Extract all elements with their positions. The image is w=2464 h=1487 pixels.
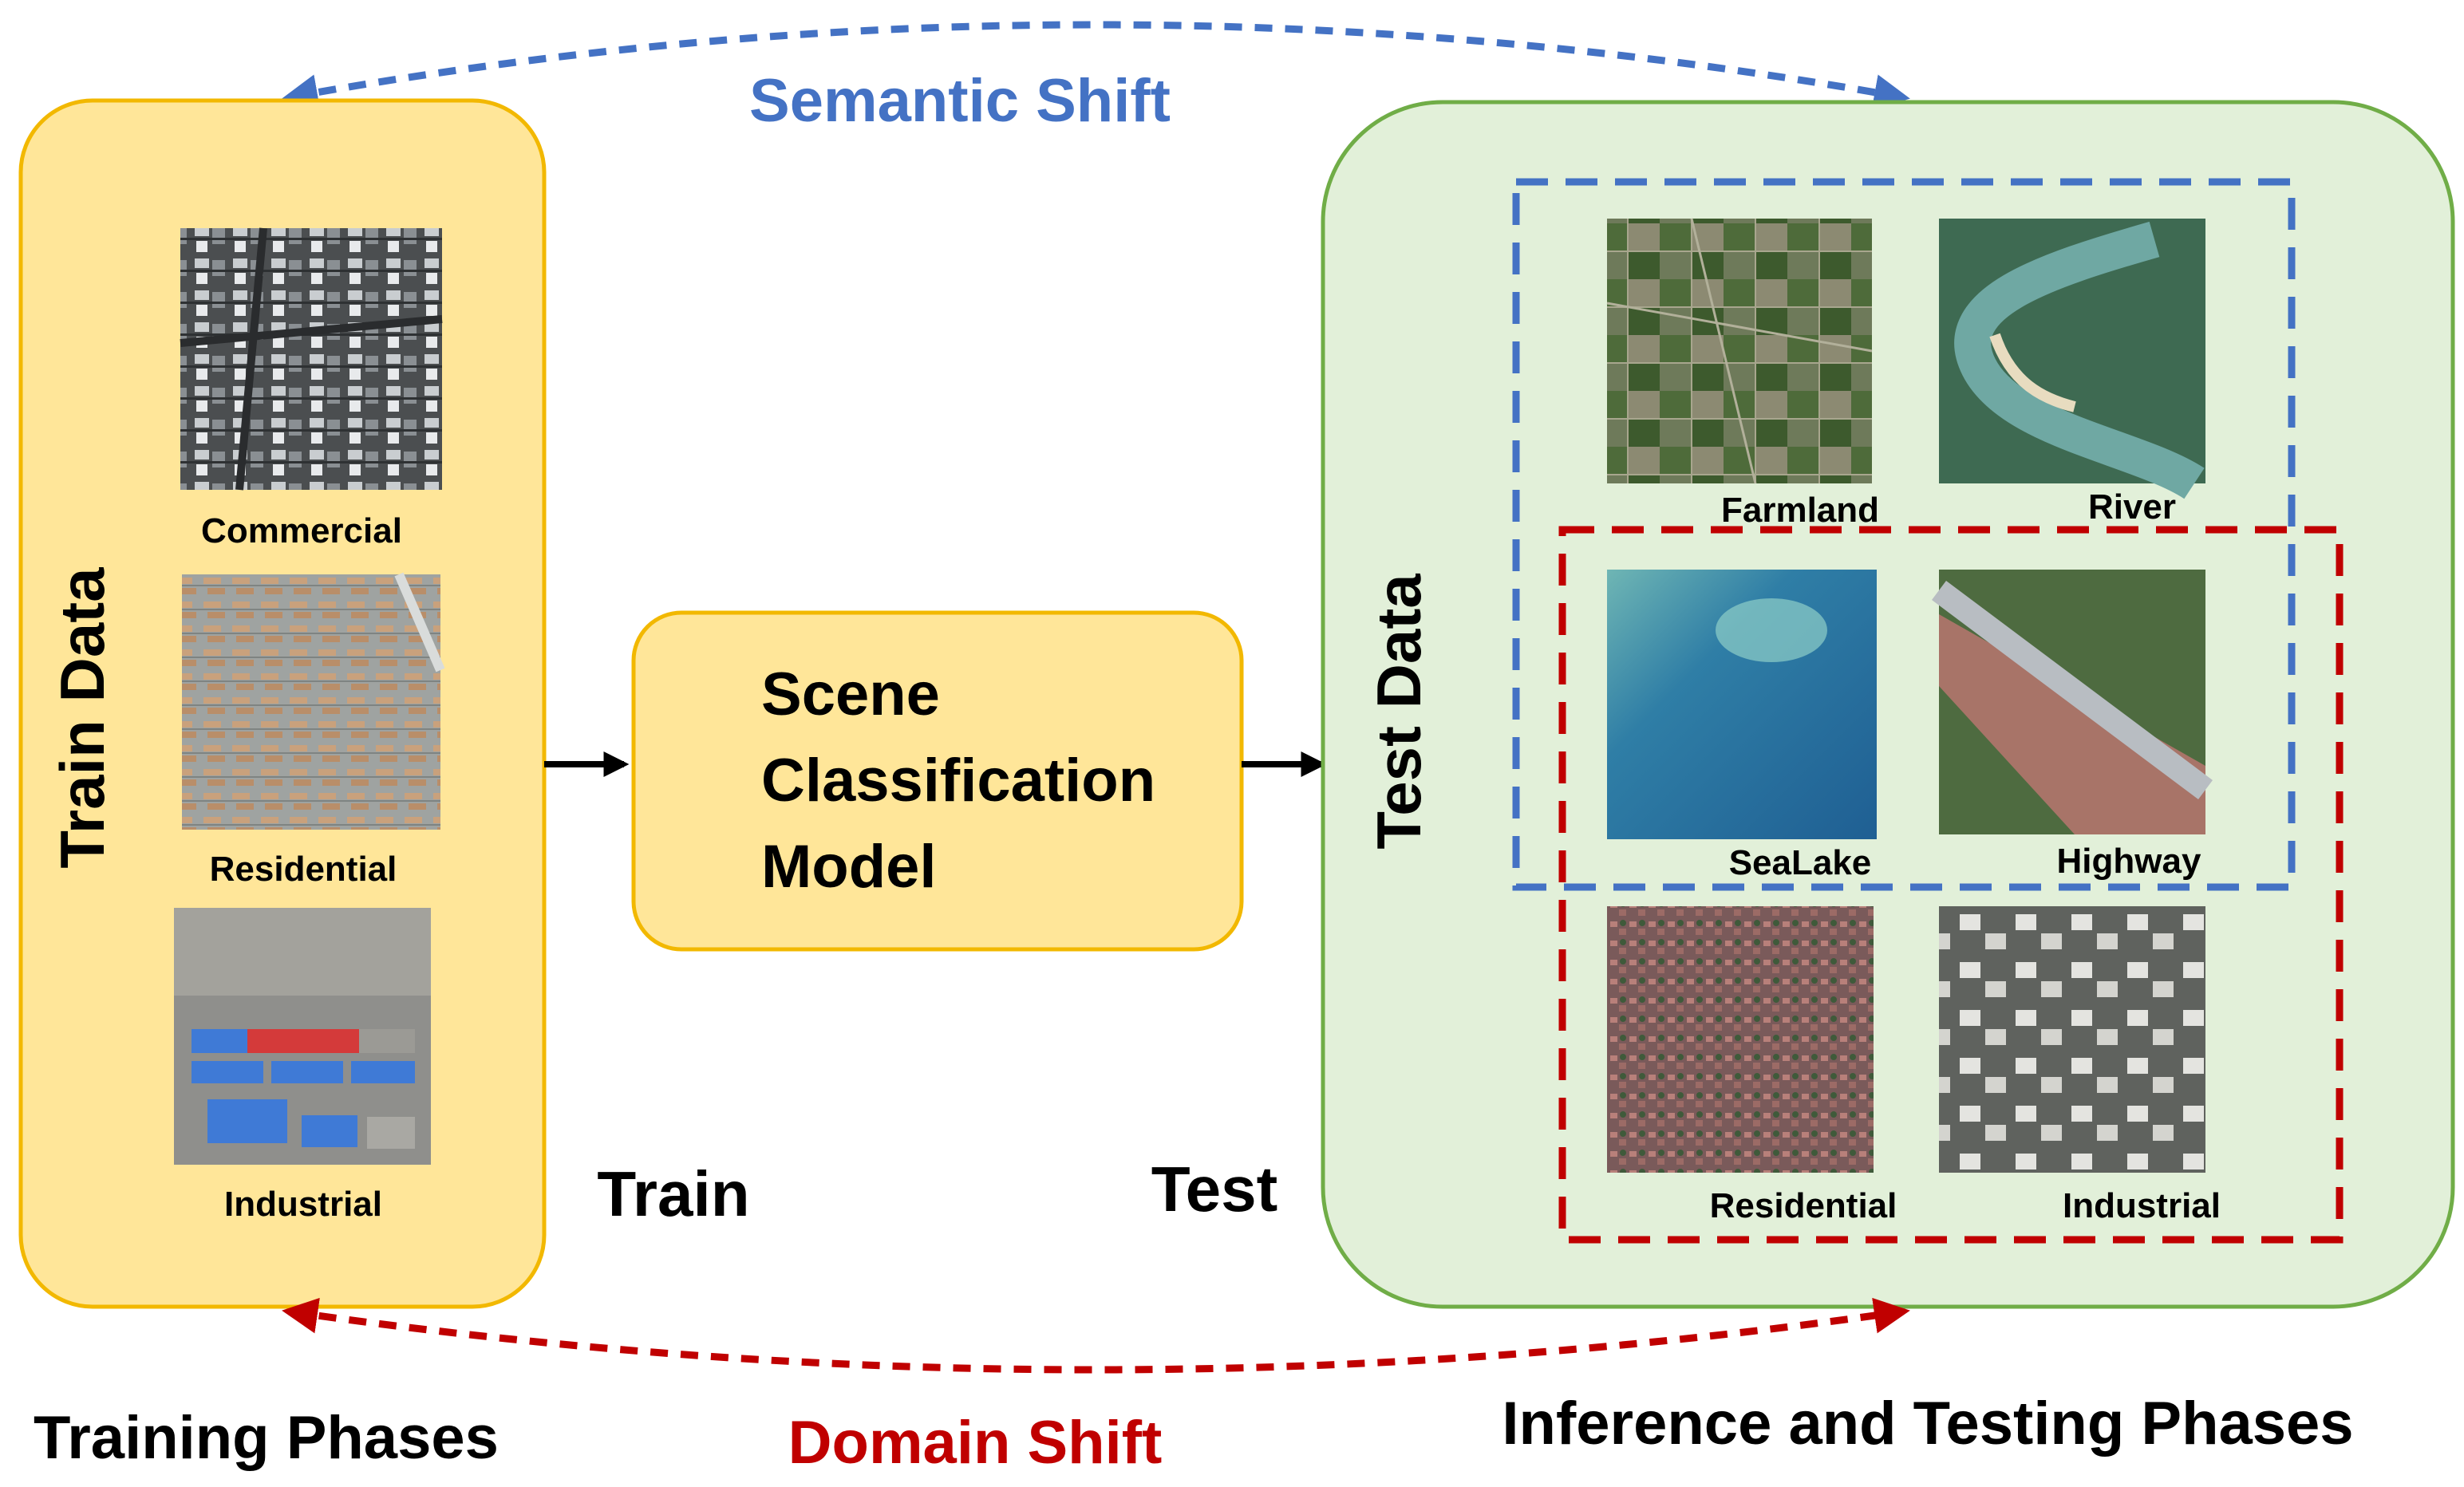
model-box [631,610,1244,952]
inference-phases-label: Inference and Testing Phases [1502,1390,2353,1457]
model-label-line-3: Model [761,833,937,901]
model-label-line-1: Scene [761,661,940,728]
train-panel-title: Train Data [47,567,117,869]
train-phase-label: Train [597,1158,749,1229]
test-image-sealake [1607,570,1877,839]
test-label-industrial: Industrial [2063,1186,2221,1225]
test-phase-label: Test [1151,1154,1278,1225]
semantic-shift-label: Semantic Shift [749,67,1171,135]
train-label-industrial: Industrial [224,1185,382,1224]
test-label-highway: Highway [2057,842,2201,881]
test-label-river: River [2088,487,2176,527]
test-image-farmland [1606,218,1873,484]
test-panel [1321,100,2455,1309]
test-image-industrial [1939,906,2205,1173]
training-phases-label: Training Phases [34,1404,499,1472]
train-image-commercial [180,227,443,491]
test-label-residential: Residential [1710,1186,1897,1225]
test-image-residential [1607,906,1874,1173]
test-image-river [1939,219,2205,499]
train-image-industrial [174,908,431,1165]
train-label-residential: Residential [210,850,397,889]
test-label-sealake: SeaLake [1729,843,1872,882]
semantic-shift-arrow [282,21,1910,110]
train-image-residential [182,572,445,830]
test-label-farmland: Farmland [1721,491,1879,530]
domain-shift-arrow [282,1297,1910,1374]
model-label-line-2: Classification [761,747,1155,814]
test-image-highway [1932,570,2213,834]
model-label: Scene Classification Model [761,661,1172,901]
train-label-commercial: Commercial [201,511,402,550]
test-panel-title: Test Data [1364,574,1434,850]
domain-shift-label: Domain Shift [788,1409,1163,1477]
